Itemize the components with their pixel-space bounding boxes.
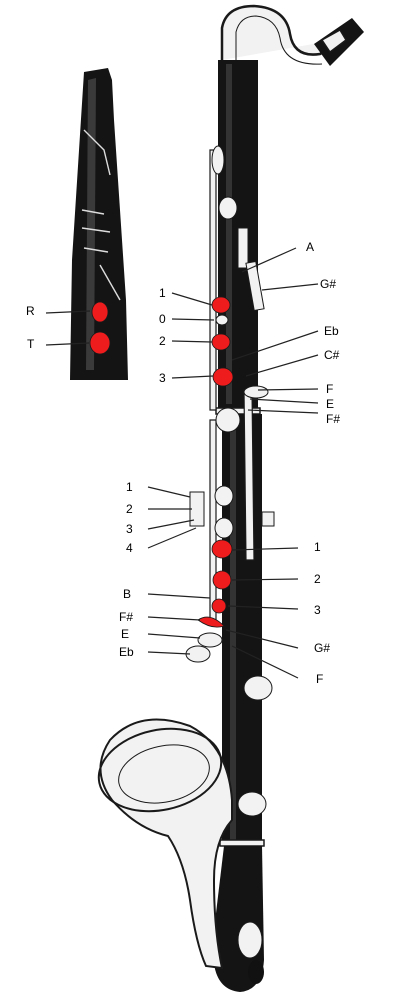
label-E-upper: E — [326, 397, 334, 411]
label-F-lower: F — [316, 672, 323, 686]
label-Eb-lower: Eb — [119, 645, 134, 659]
thumb-hole-pressed — [89, 331, 111, 355]
label-lower-right-2: 2 — [314, 572, 321, 586]
register-label: R — [26, 304, 35, 318]
label-F#-lower: F# — [119, 610, 133, 624]
ligature — [320, 28, 347, 54]
pressed-key-lower-3 — [211, 598, 227, 614]
label-lower-left-1: 1 — [126, 480, 133, 494]
pressed-key-upper-2 — [211, 333, 231, 351]
label-F#-upper: F# — [326, 412, 340, 426]
pressed-key-F# — [197, 616, 225, 628]
upper-joint-shade — [226, 64, 232, 404]
lower-ring — [219, 839, 265, 847]
thumb-label: T — [27, 337, 35, 351]
label-E-lower: E — [121, 627, 129, 641]
label-B: B — [123, 587, 131, 601]
inset-keywork — [81, 129, 121, 301]
instrument — [97, 4, 364, 992]
lower-joint-shade — [230, 420, 236, 840]
neck-crook-inner — [235, 15, 323, 65]
inset-detail: R T — [26, 68, 128, 380]
register-leader — [45, 310, 91, 314]
bell — [99, 718, 233, 970]
label-F-upper: F — [326, 382, 333, 396]
bell-rim — [97, 727, 223, 813]
label-upper-left-0: 0 — [159, 312, 166, 326]
upper-keys — [211, 145, 269, 433]
pressed-key-upper-1 — [211, 296, 231, 314]
leader-lines — [147, 247, 319, 679]
label-A: A — [306, 240, 314, 254]
pressed-key-upper-3 — [212, 367, 234, 387]
bell-inner — [118, 744, 210, 804]
label-upper-left-2: 2 — [159, 334, 166, 348]
label-lower-right-3: 3 — [314, 603, 321, 617]
inset-body — [70, 68, 128, 380]
register-key-pressed — [91, 301, 109, 323]
label-upper-left-1: 1 — [159, 286, 166, 300]
label-lower-left-2: 2 — [126, 502, 133, 516]
lower-keys — [185, 485, 275, 959]
pressed-key-lower-1 — [211, 539, 233, 559]
label-lower-left-3: 3 — [126, 522, 133, 536]
label-Eb-upper: Eb — [324, 324, 339, 338]
label-G#-upper: G# — [320, 277, 336, 291]
thumb-leader — [45, 342, 90, 346]
lower-joint — [222, 414, 262, 844]
label-C#: C# — [324, 348, 340, 362]
pressed-key-lower-2 — [212, 570, 232, 590]
label-upper-left-3: 3 — [159, 371, 166, 385]
label-lower-right-1: 1 — [314, 540, 321, 554]
open-hole-0 — [215, 314, 229, 326]
inset-body-highlight — [86, 78, 96, 370]
label-lower-left-4: 4 — [126, 541, 133, 555]
bottom-pad — [248, 960, 264, 984]
label-G#-lower: G# — [314, 641, 330, 655]
